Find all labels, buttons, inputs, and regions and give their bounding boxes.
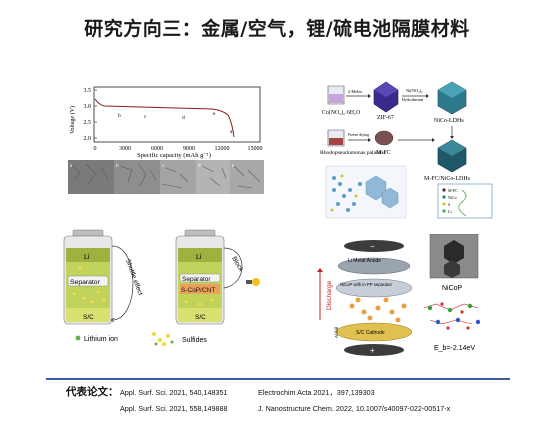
right-li-label: Li [196,254,202,261]
bio-label: Rhodopseudomonas palustris [320,150,386,156]
x-axis-label: Specific capacity (mAh g⁻¹) [137,152,211,159]
battery-panel: Li Separator S/C Shuttle effect Li Separ… [63,229,260,346]
sem-label: d [198,164,201,169]
mfc-particle-icon [374,130,394,146]
right-separator-label: Separator [182,276,211,283]
ytick-label: 3.0 [84,104,92,110]
process-label: Hydrothermal [402,98,423,102]
bottom-divider [46,378,510,380]
y-axis-label: Voltage (V) [69,106,76,134]
sem-label: a [70,164,73,169]
coating-label: S-CoP/CNT [181,287,215,294]
ytick-label: 2.0 [84,136,92,142]
ldh-label: NiCo-LDHs [434,118,464,124]
precursor-label: Co(NO₃)₂·6H₂O [322,109,360,116]
reagent-label: 2-MeIm [348,89,362,94]
discharge-curve [94,98,235,138]
sem-label: c [162,164,165,169]
left-li-label: Li [84,254,90,261]
xtick-label: 3000 [119,146,131,152]
left-sc-label: S/C [83,314,94,321]
point-label: b [118,113,121,119]
anode-label: Li Metal Anode [348,258,381,264]
mfc-label: M-FC [376,150,391,156]
reference-item: J. Nanostructure Chem. 2022, 10.1007/s40… [258,404,451,413]
material-label: NiCoP [442,285,463,292]
reference-item: Appl. Surf. Sci. 2021, 558,149888 [120,404,228,413]
legend-item: Li [448,209,452,214]
right-sc-label: S/C [195,314,206,321]
zif-label: ZIF-67 [377,115,394,121]
svg-text:−: − [370,242,375,251]
left-separator-label: Separator [70,279,101,286]
xtick-label: 15000 [248,146,263,152]
foil-label: Al foil [334,327,339,338]
xtick-label: 0 [94,146,97,152]
xtick-label: 9000 [183,146,195,152]
point-label: a [230,129,233,135]
cathode-label: S/C Cathode [356,330,385,336]
sem-label: b [116,164,119,169]
sem-label: e [232,164,235,169]
binding-energy-label: E_b=-2.14eV [434,345,475,352]
cell-schematic-panel: Discharge − Li Metal Anode NiCoP with in… [317,234,481,356]
ytick-label: 2.5 [84,120,92,126]
point-label: d [182,115,185,121]
xtick-label: 12000 [215,146,230,152]
legend-sulfides-label: Sulfides [182,337,207,344]
separator-label: NiCoP with in PP separator [340,282,392,287]
page-title: 研究方向三：金属/空气，锂/硫电池隔膜材料 [84,18,470,40]
synthesis-scheme-panel: Co(NO₃)₂·6H₂O 2-MeIm ZIF-67 Ni(NO₃)₂ Hyd… [320,81,493,219]
shuttle-effect-label: Shuttle effect [124,258,144,296]
process2-label: Freeze drying [348,133,369,137]
legend-item: M-FC [448,188,458,193]
reference-item: Electrochim Acta 2021，397,139303 [258,388,375,397]
svg-text:+: + [370,346,375,355]
block-label: Block [230,256,244,274]
discharge-label: Discharge [326,280,333,310]
ytick-label: 3.5 [84,88,92,94]
reference-item: Appl. Surf. Sci. 2021, 540,148351 [120,388,228,397]
legend-lithium-label: Lithium ion [84,336,118,343]
legend-item: NiCo [448,195,457,200]
references-label: 代表论文： [66,386,119,398]
legend-item: S [448,202,450,207]
xtick-label: 6000 [151,146,163,152]
reagent2-label: Ni(NO₃)₂ [406,88,423,93]
voltage-plot-panel: 3.5 3.0 2.5 2.0 Voltage (V) 0 3000 6000 … [62,82,264,196]
point-label: c [144,114,147,120]
composite-label: M-FC/NiCo-LDHs [424,176,471,182]
point-label: e [213,111,216,117]
